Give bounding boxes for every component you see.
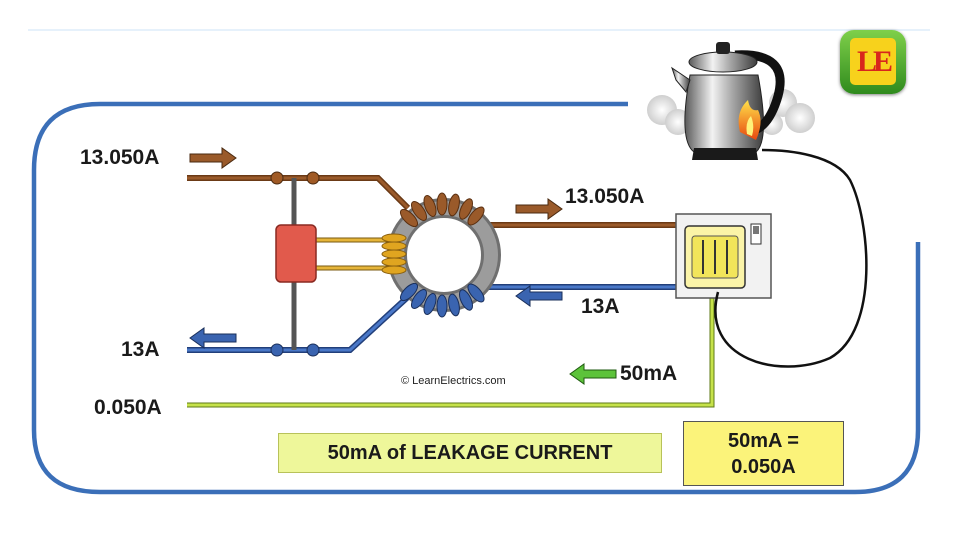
arrow-out-neutral-left	[515, 285, 563, 307]
leakage-current-box: 50mA of LEAKAGE CURRENT	[278, 433, 662, 473]
leakage-current-text: 50mA of LEAKAGE CURRENT	[327, 441, 613, 464]
label-in-neutral-current: 13A	[121, 338, 160, 361]
live-node-1	[270, 171, 284, 185]
arrow-in-neutral-left	[189, 327, 237, 349]
live-winding	[399, 192, 485, 228]
label-out-neutral-current: 13A	[581, 295, 620, 318]
conversion-line-1: 50mA =	[728, 430, 799, 452]
label-out-live-current: 13.050A	[565, 185, 645, 208]
conversion-line-2: 0.050A	[731, 456, 796, 478]
trip-relay	[275, 224, 317, 283]
arrow-out-live-right	[515, 198, 563, 220]
frame-outline	[31, 101, 921, 495]
sense-coil	[381, 233, 407, 275]
label-earth-current: 0.050A	[94, 396, 162, 419]
copyright-notice: © LearnElectrics.com	[401, 375, 506, 387]
arrow-in-live-right	[189, 147, 237, 169]
kettle-icon	[671, 42, 785, 160]
logo-icon: LE	[840, 30, 906, 94]
earth-wire	[187, 292, 714, 407]
label-earth-leakage: 50mA	[620, 362, 678, 385]
plug-socket-icon	[675, 213, 772, 299]
neutral-node-1	[270, 343, 284, 357]
neutral-winding	[399, 282, 485, 318]
neutral-node-2	[306, 343, 320, 357]
kettle-cable	[714, 148, 868, 368]
label-in-live-current: 13.050A	[80, 146, 160, 169]
live-node-2	[306, 171, 320, 185]
live-wire-in	[187, 175, 411, 211]
arrow-earth-left	[569, 363, 617, 385]
logo-text: LE	[850, 38, 896, 85]
conversion-box: 50mA = 0.050A	[683, 421, 844, 486]
flame-icon	[738, 100, 761, 140]
